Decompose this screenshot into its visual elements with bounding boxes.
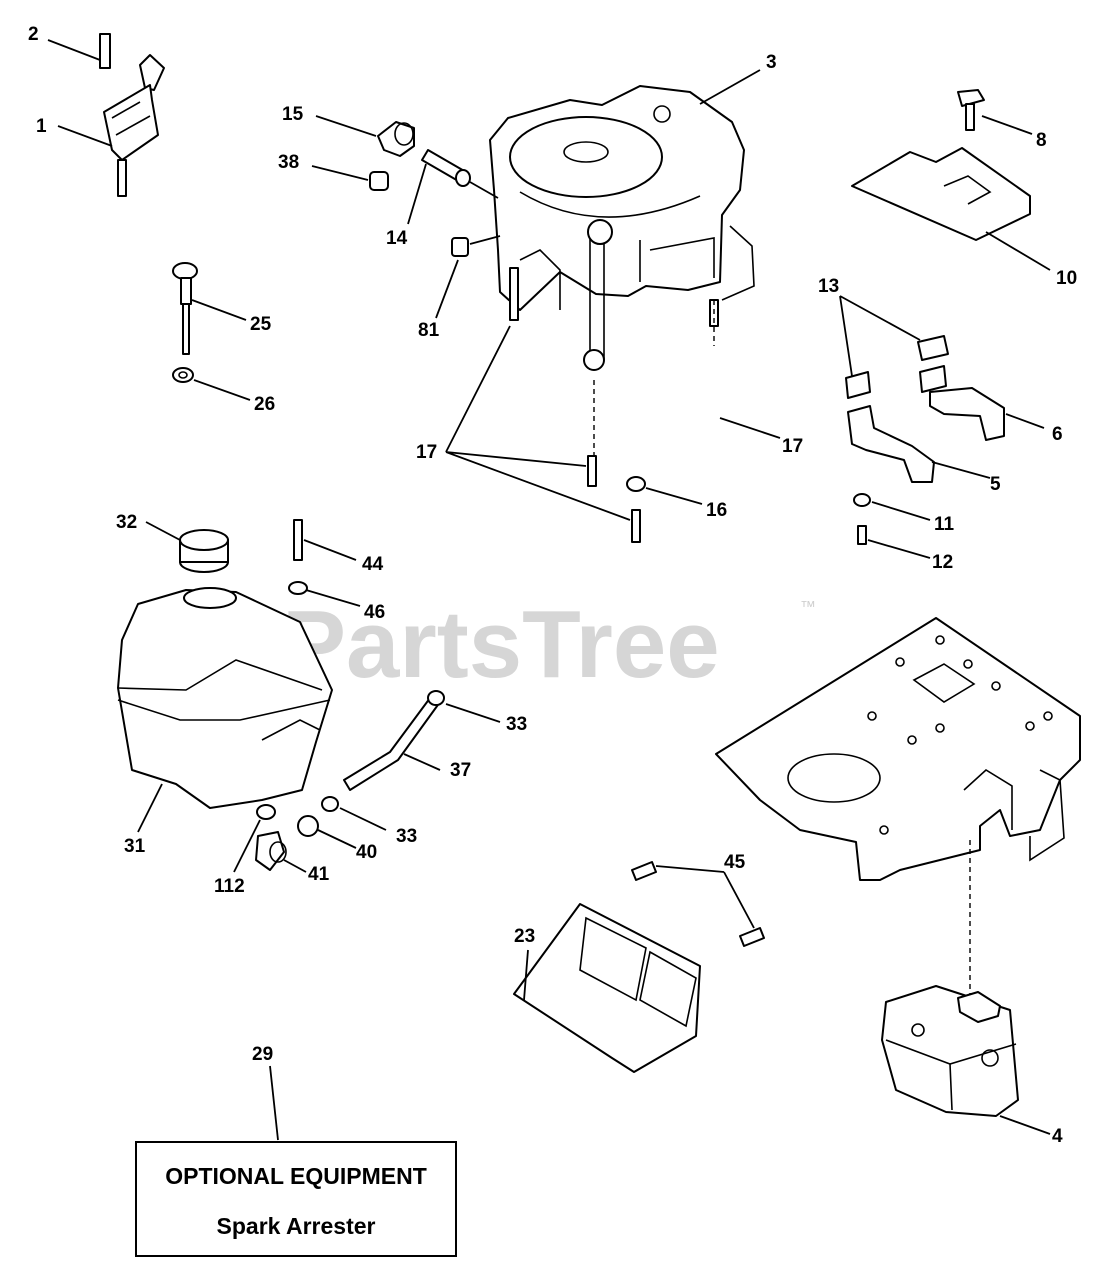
nut-38-part[interactable] xyxy=(369,171,389,191)
nut-81-part[interactable] xyxy=(451,235,501,257)
muffler-part[interactable] xyxy=(881,985,1019,1117)
dipstick-part[interactable] xyxy=(172,262,198,355)
fuel-tank-part[interactable] xyxy=(117,587,333,809)
callout-14: 14 xyxy=(386,228,408,249)
exhaust-pipe-6-part[interactable] xyxy=(929,387,1005,441)
bolt-12-part[interactable] xyxy=(857,525,867,545)
fuel-cap-part[interactable] xyxy=(179,529,229,573)
callout-8: 8 xyxy=(1036,130,1047,151)
elbow-fitting-part[interactable] xyxy=(377,121,415,157)
callout-37: 37 xyxy=(450,760,471,781)
callout-81: 81 xyxy=(418,320,440,341)
callout-15: 15 xyxy=(282,104,304,125)
callout-2: 2 xyxy=(28,24,39,45)
optional-equipment-title: OPTIONAL EQUIPMENT xyxy=(165,1163,427,1189)
callout-6: 6 xyxy=(1052,424,1063,445)
optional-equipment-box: OPTIONAL EQUIPMENT Spark Arrester xyxy=(135,1141,457,1257)
callout-29: 29 xyxy=(252,1044,273,1065)
plate-10-part[interactable] xyxy=(851,147,1031,241)
callout-17-right: 17 xyxy=(782,436,803,457)
callout-31: 31 xyxy=(124,836,146,857)
engine-part[interactable] xyxy=(489,85,755,371)
callout-44: 44 xyxy=(362,554,384,575)
washer-26-part[interactable] xyxy=(172,367,194,383)
callout-16: 16 xyxy=(706,500,727,521)
watermark: PartsTree xyxy=(282,591,720,698)
callout-26: 26 xyxy=(254,394,275,415)
callout-33-upper: 33 xyxy=(506,714,527,735)
bolt-17-part[interactable] xyxy=(509,267,719,543)
fitting-41-part[interactable] xyxy=(255,831,287,871)
screw-45-part[interactable] xyxy=(631,861,765,947)
callout-5: 5 xyxy=(990,474,1001,495)
callout-11: 11 xyxy=(934,514,955,535)
screw-8-part[interactable] xyxy=(957,89,985,131)
pipe-14-part[interactable] xyxy=(421,149,499,199)
callout-1: 1 xyxy=(36,116,47,137)
callout-10: 10 xyxy=(1056,268,1077,289)
leader-lines xyxy=(47,39,1051,1141)
callout-46: 46 xyxy=(364,602,385,623)
filter-40-part[interactable] xyxy=(297,815,319,837)
nut-16-part[interactable] xyxy=(626,476,646,492)
clamp-33-part[interactable] xyxy=(321,690,445,812)
callout-3: 3 xyxy=(766,52,777,73)
callout-41: 41 xyxy=(308,864,330,885)
spark-arrester-label: Spark Arrester xyxy=(217,1213,376,1239)
callout-23: 23 xyxy=(514,926,535,947)
washer-11-part[interactable] xyxy=(853,493,871,507)
callout-13: 13 xyxy=(818,276,839,297)
washer-46-part[interactable] xyxy=(288,581,308,595)
grommet-112-part[interactable] xyxy=(256,804,276,820)
callout-4: 4 xyxy=(1052,1126,1063,1147)
callout-labels: 2 1 3 15 38 14 81 8 10 25 26 13 6 17 17 … xyxy=(28,24,1077,1147)
exhaust-pipe-5-part[interactable] xyxy=(847,405,935,483)
throttle-control-part[interactable] xyxy=(99,33,165,197)
callout-38: 38 xyxy=(278,152,299,173)
bolt-44-part[interactable] xyxy=(293,519,303,561)
callout-25: 25 xyxy=(250,314,272,335)
callout-40: 40 xyxy=(356,842,377,863)
fuel-line-37-part[interactable] xyxy=(343,697,441,791)
watermark-tm: ™ xyxy=(800,599,816,616)
callout-33-lower: 33 xyxy=(396,826,417,847)
callout-12: 12 xyxy=(932,552,953,573)
frame-plate-part[interactable] xyxy=(715,617,1081,881)
callout-17-left: 17 xyxy=(416,442,437,463)
callout-32: 32 xyxy=(116,512,137,533)
gasket-13-part[interactable] xyxy=(845,335,949,399)
callout-112: 112 xyxy=(214,876,245,897)
heat-shield-part[interactable] xyxy=(513,903,701,1073)
callout-45: 45 xyxy=(724,852,746,873)
